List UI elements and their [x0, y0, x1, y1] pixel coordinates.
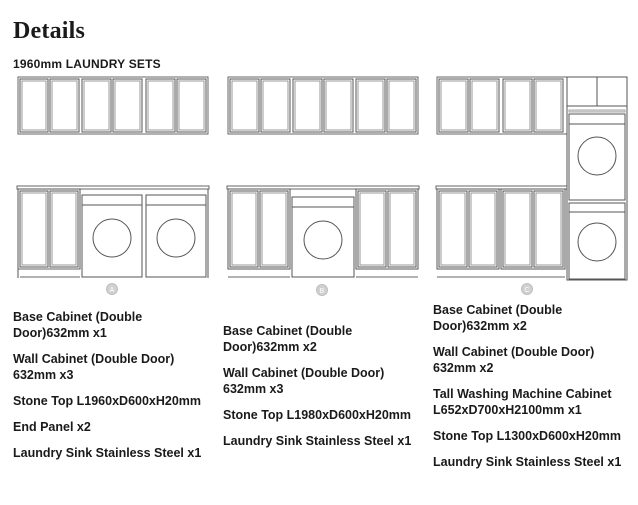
dryer [145, 194, 207, 278]
washing-machine [291, 196, 355, 278]
set-c-list: Base Cabinet (Double Door)632mm x2 Wall … [433, 302, 633, 480]
badge-c: C [521, 283, 533, 295]
list-item: Stone Top L1980xD600xH20mm [223, 408, 412, 422]
list-item: Stone Top L1300xD600xH20mm [433, 429, 622, 443]
list-item: Laundry Sink Stainless Steel x1 [433, 455, 622, 469]
badge-b: B [316, 284, 328, 296]
wall-cabinets [436, 76, 568, 135]
list-item: Base Cabinet (Double Door)632mm x1 [13, 310, 143, 340]
badge-c-label: C [524, 287, 529, 294]
badge-a: A [106, 283, 118, 295]
list-item: End Panel x2 [13, 420, 91, 434]
list-item: Base Cabinet (Double Door)632mm x2 [223, 324, 353, 354]
list-item: Laundry Sink Stainless Steel x1 [13, 446, 202, 460]
list-item: Stone Top L1960xD600xH20mm [13, 394, 202, 408]
base-cabinet-left [227, 188, 291, 270]
base-cabinet-right [500, 188, 566, 270]
wall-cabinets [17, 76, 209, 135]
laundry-elevations: A B C [16, 76, 628, 296]
stone-top [226, 185, 420, 190]
badge-a-label: A [110, 287, 115, 294]
tall-washing-machine-cabinet [566, 76, 628, 281]
list-item: Wall Cabinet (Double Door) 632mm x2 [433, 345, 595, 375]
badge-b-label: B [320, 288, 325, 295]
wall-cabinets [227, 76, 419, 135]
base-cabinet-right [355, 188, 419, 270]
washing-machine [81, 194, 143, 278]
page-title: Details [13, 18, 86, 44]
section-subtitle: 1960mm LAUNDRY SETS [13, 57, 161, 71]
list-item: Base Cabinet (Double Door)632mm x2 [433, 303, 563, 333]
list-item: Laundry Sink Stainless Steel x1 [223, 434, 412, 448]
elevation-set-c [435, 76, 628, 281]
stone-top [16, 185, 210, 190]
list-item: Tall Washing Machine Cabinet L652xD700xH… [433, 387, 612, 417]
base-cabinet-left [436, 188, 500, 270]
elevation-set-b [226, 76, 420, 278]
set-a-list: Base Cabinet (Double Door)632mm x1 Wall … [13, 309, 218, 471]
base-cabinet [17, 188, 81, 270]
elevation-set-a [16, 76, 210, 278]
set-b-list: Base Cabinet (Double Door)632mm x2 Wall … [223, 323, 428, 459]
list-item: Wall Cabinet (Double Door) 632mm x3 [13, 352, 175, 382]
list-item: Wall Cabinet (Double Door) 632mm x3 [223, 366, 385, 396]
